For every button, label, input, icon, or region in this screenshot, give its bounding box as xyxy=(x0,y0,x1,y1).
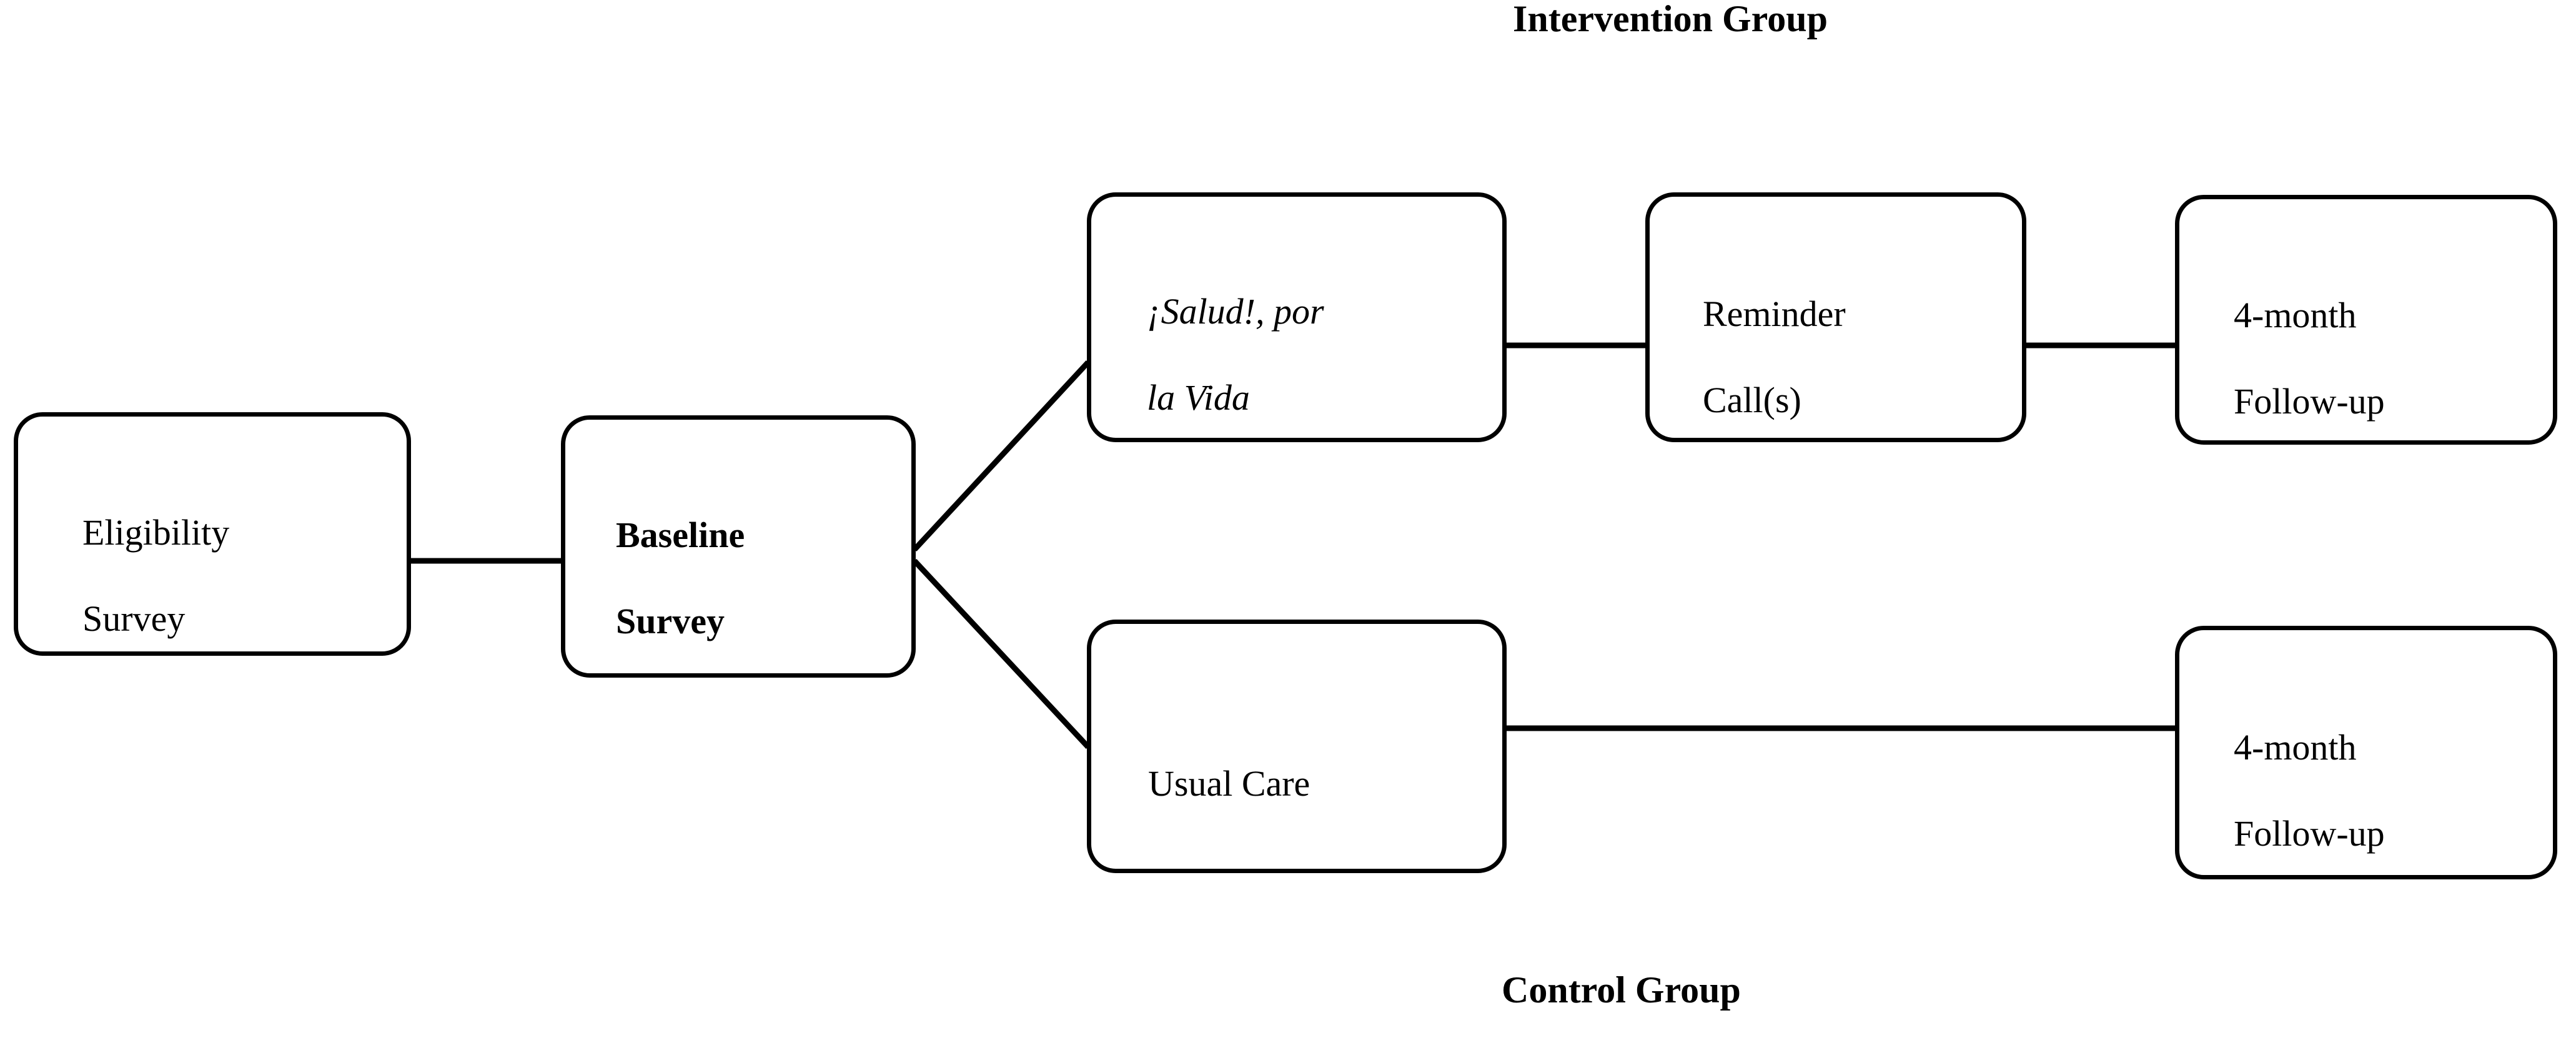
label-line-2: Follow-up xyxy=(2234,381,2385,422)
edge-baseline-to-usual-care xyxy=(912,558,1091,749)
edge-baseline-to-salud xyxy=(912,360,1091,552)
label-line-1: ¡Salud!, por xyxy=(1147,291,1324,332)
node-usual-care[interactable] xyxy=(1087,620,1507,873)
node-salud-por-la-vida-label: ¡Salud!, por la Vida xyxy=(1147,257,1324,452)
label-line-1: Eligibility xyxy=(82,512,230,553)
label-line-1: 4-month xyxy=(2234,727,2357,768)
node-eligibility-survey[interactable] xyxy=(14,412,411,656)
node-reminder-calls-label: Reminder Call(s) xyxy=(1703,260,1846,455)
label-line-2: Survey xyxy=(616,601,725,641)
control-group-title: Control Group xyxy=(1502,969,1741,1011)
label-line-1: Baseline xyxy=(616,515,745,555)
node-eligibility-survey-label: Eligibility Survey xyxy=(82,478,229,673)
label-line-2: Survey xyxy=(82,598,186,639)
label-line-2: la Vida xyxy=(1147,377,1250,418)
node-followup-intervention[interactable] xyxy=(2175,195,2557,445)
label-line-2: Follow-up xyxy=(2234,813,2385,854)
node-followup-control-label: 4-month Follow-up xyxy=(2234,693,2385,888)
node-reminder-calls[interactable] xyxy=(1645,192,2026,442)
node-baseline-survey[interactable] xyxy=(561,415,916,678)
node-usual-care-label: Usual Care xyxy=(1148,729,1310,838)
node-salud-por-la-vida[interactable] xyxy=(1087,192,1507,442)
label-line-1: Usual Care xyxy=(1148,763,1310,804)
label-line-1: 4-month xyxy=(2234,295,2357,335)
node-followup-intervention-label: 4-month Follow-up xyxy=(2234,261,2385,456)
label-line-1: Reminder xyxy=(1703,294,1846,334)
intervention-group-title: Intervention Group xyxy=(1513,0,1828,39)
node-baseline-survey-label: Baseline Survey xyxy=(616,481,745,676)
node-followup-control[interactable] xyxy=(2175,626,2557,879)
label-line-2: Call(s) xyxy=(1703,380,1801,420)
